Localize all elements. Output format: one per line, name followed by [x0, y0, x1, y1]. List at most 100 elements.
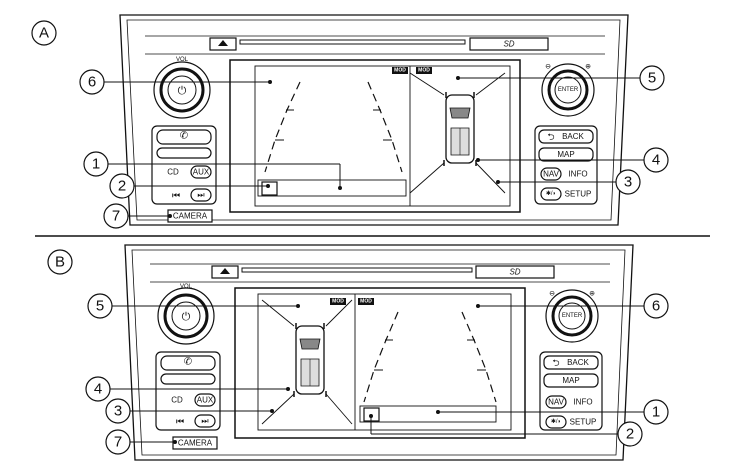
right-controls-b: ENTER ⊖ ⊕ ⮌ BACK MAP NAV INFO ✱/◗ SETUP [539, 289, 603, 431]
plus-icon-a: ⊕ [585, 64, 591, 71]
callout-b-1 [643, 399, 669, 425]
sd-label-a: SD [503, 40, 514, 49]
power-icon-b: ⏻ [182, 311, 191, 323]
callout-b-2-num: 2 [626, 426, 634, 443]
callout-b-4 [85, 376, 111, 402]
callout-b-4-num: 4 [94, 381, 102, 398]
minus-icon-a: ⊖ [545, 64, 551, 71]
phone-button-b[interactable] [160, 355, 216, 371]
cd-label-b[interactable]: CD [171, 396, 183, 405]
info-label-a[interactable]: INFO [568, 170, 587, 179]
nav-button-a[interactable] [540, 167, 562, 181]
aux-label-a: AUX [193, 168, 210, 177]
nav-button-b[interactable] [545, 395, 567, 409]
blank-button-b[interactable] [160, 373, 216, 385]
map-label-a: MAP [557, 150, 574, 159]
callout-b-6-num: 6 [652, 298, 660, 315]
seek-forward-button-b[interactable] [194, 414, 216, 428]
disc-slot-a [239, 39, 466, 45]
seek-back-icon-b[interactable]: ⏮ [176, 416, 184, 426]
map-label-b: MAP [562, 376, 579, 385]
cd-label-a[interactable]: CD [167, 168, 179, 177]
aux-button-b[interactable] [194, 393, 216, 407]
back-icon-b: ⮌ [552, 358, 559, 368]
setup-label-b[interactable]: SETUP [570, 418, 597, 427]
back-label-b: BACK [567, 358, 589, 367]
panel-a-label: A [39, 25, 49, 42]
seek-back-icon-a[interactable]: ⏮ [172, 190, 180, 200]
back-button-a[interactable] [538, 129, 594, 144]
vol-label-a: VOL [176, 57, 189, 63]
callout-a-1 [83, 151, 109, 177]
panel-a: A SD [31, 14, 669, 229]
seek-forward-button-a[interactable] [190, 188, 212, 202]
callout-a-6 [79, 69, 105, 95]
left-controls-b: VOL ⏻ ✆ CD AUX ⏮ ⏭ CAMERA [155, 284, 221, 450]
panel-a-label-circle [31, 20, 57, 46]
back-button-b[interactable] [543, 355, 599, 370]
map-button-a[interactable] [538, 147, 594, 162]
sd-label-b: SD [509, 268, 520, 277]
callout-b-2 [617, 421, 643, 447]
brightness-icon-b: ✱/◗ [551, 418, 561, 425]
info-label-b[interactable]: INFO [573, 398, 592, 407]
callout-b-1-num: 1 [652, 404, 660, 421]
info-bar-b [359, 405, 497, 423]
phone-button-a[interactable] [156, 129, 212, 145]
brightness-button-b[interactable] [545, 415, 567, 429]
back-label-a: BACK [562, 132, 584, 141]
phone-icon-b: ✆ [184, 357, 192, 368]
seek-forward-icon-a: ⏭ [197, 191, 204, 200]
mod-label-b1: MOD [332, 299, 344, 305]
aux-button-a[interactable] [190, 165, 212, 179]
birds-eye-view-b: MOD MOD [261, 298, 374, 425]
callout-b-7-num: 7 [114, 434, 122, 451]
eject-icon-b [220, 268, 230, 274]
callout-a-5-num: 5 [648, 70, 656, 87]
eject-icon-a [218, 40, 228, 46]
mod-label-a2: MOD [418, 68, 430, 74]
mod-label-a1: MOD [394, 68, 406, 74]
callout-a-4 [643, 147, 669, 173]
back-icon-a: ⮌ [547, 132, 554, 142]
callout-a-2 [109, 173, 135, 199]
head-unit-a: SD MOD MOD [119, 14, 629, 226]
sd-slot-b[interactable] [475, 265, 555, 279]
switch-icon-a [261, 181, 278, 196]
panel-b: B SD MOD MOD [47, 244, 669, 461]
callout-a-3-num: 3 [624, 174, 632, 191]
callout-a-1-num: 1 [92, 156, 100, 173]
callout-a-7-num: 7 [112, 208, 120, 225]
aux-label-b: AUX [197, 396, 214, 405]
right-controls-a: ENTER ⊖ ⊕ ⮌ BACK MAP NAV INFO ✱/◗ SETUP [534, 63, 598, 205]
callout-a-6-num: 6 [88, 74, 96, 91]
power-icon-a: ⏻ [178, 85, 187, 97]
rear-view-a [257, 81, 407, 197]
map-button-b[interactable] [543, 373, 599, 388]
callout-b-6 [643, 293, 669, 319]
callout-a-7 [103, 203, 129, 229]
plus-icon-b: ⊕ [589, 291, 595, 298]
enter-label-b: ENTER [562, 313, 583, 319]
brightness-icon-a: ✱/◗ [546, 190, 556, 197]
minus-icon-b: ⊖ [549, 291, 555, 298]
blank-button-a[interactable] [156, 147, 212, 159]
panel-b-label-circle [47, 249, 73, 275]
callout-b-5-num: 5 [96, 298, 104, 315]
setup-label-a[interactable]: SETUP [565, 190, 592, 199]
camera-label-b: CAMERA [178, 439, 213, 448]
callout-a-4-num: 4 [652, 152, 660, 169]
vol-label-b: VOL [180, 284, 193, 290]
callout-a-2-num: 2 [118, 178, 126, 195]
birds-eye-view-a: MOD MOD [392, 67, 506, 194]
seek-forward-icon-b: ⏭ [201, 417, 208, 426]
camera-button-b[interactable] [172, 436, 218, 450]
callout-b-5 [87, 293, 113, 319]
callout-b-3 [105, 398, 131, 424]
mod-label-b2: MOD [360, 299, 372, 305]
brightness-button-a[interactable] [540, 187, 562, 201]
left-controls-a: VOL ⏻ ✆ CD AUX ⏮ ⏭ CAMERA [151, 57, 217, 223]
callout-a-5 [639, 65, 665, 91]
camera-label-a: CAMERA [173, 212, 208, 221]
sd-slot-a[interactable] [469, 37, 549, 51]
